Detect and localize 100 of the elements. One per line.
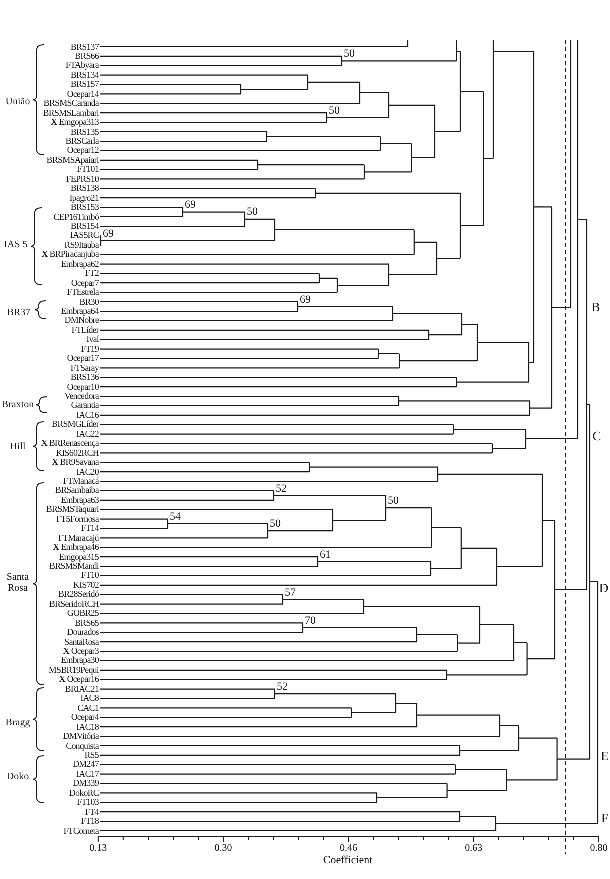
cultivar-label: Ivaí: [86, 335, 99, 344]
cultivar-label: BRS136: [70, 373, 99, 382]
cultivar-label: SantaRosa: [64, 638, 99, 647]
cultivar-label: Ocepar12: [67, 146, 99, 156]
cultivar-label: CAC1: [78, 704, 99, 713]
cluster-letter: F: [601, 812, 609, 824]
cultivar-label: FT4: [85, 808, 99, 817]
cultivar-label: Embrapa63: [61, 496, 99, 505]
axis-tick-label: 0.80: [590, 844, 608, 854]
cultivar-label: BRSambaiba: [56, 486, 99, 496]
cultivar-label: FTEstrela: [67, 288, 99, 298]
cultivar-label: FT10: [81, 571, 99, 580]
cultivar-label: DokoRC: [69, 788, 99, 798]
cultivar-label: X BR9Savana: [52, 458, 99, 468]
cultivar-label: BRSeridoRCH: [49, 600, 99, 609]
group-label: Braxton: [2, 400, 34, 410]
cultivar-label: FT14: [81, 524, 99, 534]
cultivar-label: Vencedora: [64, 392, 99, 401]
cultivar-label: FTCometa: [64, 826, 99, 836]
cultivar-label: Dourados: [67, 628, 99, 638]
cultivar-label: Garantia: [71, 401, 99, 410]
cultivar-label: BRS66: [74, 52, 99, 61]
cultivar-label: GOBR25: [67, 609, 99, 618]
cultivar-label: BRS134: [70, 70, 99, 80]
cultivar-label: IAC18: [76, 722, 99, 732]
cultivar-label: BRSMSMandi: [49, 562, 99, 572]
group-label: Hill: [10, 442, 26, 452]
cultivar-label: Embrapa62: [61, 260, 99, 269]
cultivar-label: DMNobre: [64, 316, 99, 326]
cultivar-label: MSBR19Pequi: [48, 666, 99, 675]
group-label: União: [6, 96, 30, 108]
cultivar-label: RS5: [84, 750, 99, 760]
cultivar-label: BRIAC21: [65, 684, 99, 694]
axis-tick-label: 0.30: [214, 844, 232, 854]
cultivar-label: FT2: [85, 269, 99, 278]
cultivar-label: BRSMGLíder: [52, 420, 99, 430]
cultivar-label: DM339: [72, 779, 99, 788]
cultivar-label: BR30: [80, 298, 99, 307]
cultivar-label: FTLíder: [72, 326, 99, 335]
cultivar-label: X Emgopa313: [51, 118, 99, 128]
cultivar-label: FT103: [76, 798, 99, 808]
cultivar-label: FTManacá: [63, 477, 99, 486]
cultivar-label: X Embrapa46: [53, 543, 99, 552]
cultivar-label: BRS137: [70, 42, 99, 52]
cultivar-label: IAC22: [76, 430, 99, 439]
cluster-letter: D: [599, 582, 609, 594]
cultivar-label: IAC20: [76, 468, 99, 477]
cultivar-label: Conquista: [66, 742, 99, 750]
cultivar-label: Ipagro21: [70, 194, 99, 203]
group-label: BR37: [7, 308, 31, 318]
axis-tick-label: 0.63: [465, 844, 483, 854]
group-label: Doko: [6, 772, 30, 782]
cultivar-label: X BRPiracanjuba: [42, 250, 99, 260]
cultivar-label: CEP16Timbó: [54, 212, 99, 222]
cultivar-label: FT18: [81, 817, 99, 826]
cultivar-label: Emgopa315: [59, 552, 99, 562]
cultivar-label: FT101: [76, 165, 99, 174]
cultivar-label: BRS135: [70, 128, 99, 136]
cultivar-label: Ocepar4: [71, 713, 99, 722]
cultivar-label: DMVitória: [63, 732, 99, 742]
group-label: Bragg: [6, 718, 30, 728]
cultivar-label: IAC17: [76, 770, 99, 779]
axis-tick-label: 0.13: [90, 844, 108, 854]
cultivar-label: FTSaray: [70, 364, 99, 373]
cultivar-label: BRSMSTaquari: [46, 505, 99, 514]
cultivar-label: FTMaracajú: [58, 534, 99, 543]
cultivar-label: X Ocepar16: [59, 675, 99, 684]
cultivar-label: BR28Seridó: [58, 590, 99, 600]
cultivar-label: FTAbyara: [66, 61, 99, 70]
group-label: Santa Rosa: [6, 572, 30, 594]
cultivar-label: IAS5RC: [70, 231, 99, 240]
cultivar-label: FT5Formosa: [56, 514, 99, 524]
cultivar-label: BRS154: [70, 222, 99, 231]
cultivar-label: BRSMSCaranda: [44, 99, 99, 108]
cultivar-label: BRSMSApaiari: [46, 156, 99, 165]
cultivar-label: BRSMSLambari: [43, 108, 99, 118]
cultivar-label: KIS602RCH: [56, 448, 99, 458]
cultivar-label: Embrapa30: [61, 656, 99, 666]
cultivar-label: BRS153: [70, 203, 99, 212]
cultivar-label: IAC8: [80, 694, 99, 704]
cultivar-label: DM247: [72, 760, 99, 770]
cultivar-label: Ocepar14: [67, 90, 99, 99]
cultivar-label: BRSCarla: [66, 136, 99, 146]
cultivar-label: Ocepar17: [67, 354, 99, 364]
cultivar-label: X BRRenascença: [41, 439, 99, 448]
axis-title: Coefficient: [323, 856, 373, 866]
cultivar-label: KIS702: [73, 580, 99, 590]
group-label: IAS 5: [4, 240, 28, 250]
cultivar-label: X Ocepar3: [63, 647, 99, 656]
cultivar-label: FT19: [81, 344, 99, 354]
cultivar-label: Embrapa64: [61, 306, 99, 316]
cultivar-label: Ocepar10: [67, 382, 99, 392]
axis-tick-label: 0.46: [340, 844, 358, 854]
cluster-letter: E: [601, 750, 609, 762]
cultivar-label: FEPRS10: [66, 174, 99, 184]
cultivar-label: Ocepar7: [71, 278, 99, 288]
cultivar-label: BRS138: [70, 184, 99, 194]
cultivar-label: RS9Itauba: [64, 240, 99, 250]
cultivar-label: IAC16: [76, 410, 99, 420]
cultivar-label: BRS157: [70, 80, 99, 90]
